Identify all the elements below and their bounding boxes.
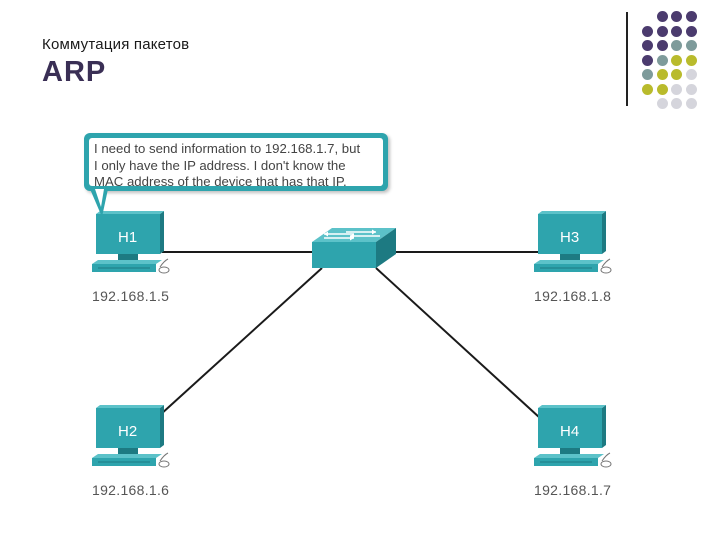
decorative-dot-grid — [640, 10, 720, 120]
slide-title: ARP — [42, 56, 107, 88]
decorative-dot — [685, 98, 697, 109]
decorative-dot — [656, 11, 668, 22]
decorative-dot — [685, 54, 697, 66]
monitor-icon — [538, 408, 602, 448]
host-label: H3 — [560, 229, 580, 246]
decorative-dot — [656, 40, 668, 51]
host-h4[interactable] — [534, 405, 612, 468]
decorative-dot — [685, 40, 697, 51]
host-ip-address: 192.168.1.7 — [534, 482, 612, 498]
decorative-dot — [671, 69, 682, 80]
decorative-dot — [671, 40, 682, 51]
decorative-dot — [671, 83, 682, 95]
decorative-dot — [656, 83, 668, 95]
host-h1[interactable] — [92, 211, 170, 274]
slide-subtitle: Коммутация пакетов — [42, 36, 190, 53]
host-ip-address: 192.168.1.5 — [92, 288, 170, 304]
decorative-dot — [685, 69, 697, 80]
decorative-dot — [656, 98, 668, 109]
decorative-dot — [671, 54, 682, 66]
monitor-icon — [96, 214, 160, 254]
switch-icon[interactable] — [312, 228, 396, 268]
mouse-icon — [600, 266, 612, 274]
decorative-dot — [671, 98, 682, 109]
host-label: H1 — [118, 229, 138, 246]
speech-bubble-text: I need to send information to 192.168.1.… — [94, 141, 361, 189]
decorative-dot — [642, 40, 653, 51]
monitor-icon — [96, 408, 160, 448]
decorative-dot — [642, 69, 653, 80]
decorative-divider — [626, 12, 628, 106]
mouse-icon — [158, 460, 170, 468]
decorative-dot — [642, 54, 653, 66]
mouse-icon — [600, 460, 612, 468]
decorative-dot — [642, 83, 653, 95]
host-ip-address: 192.168.1.8 — [534, 288, 612, 304]
link-h4-switch — [375, 267, 541, 419]
link-h2-switch — [159, 267, 323, 416]
host-label: H2 — [118, 423, 138, 440]
decorative-dot — [671, 11, 682, 22]
decorative-dot — [685, 83, 697, 95]
host-ip-address: 192.168.1.6 — [92, 482, 170, 498]
decorative-dot — [656, 25, 668, 37]
host-h3[interactable] — [534, 211, 612, 274]
host-h2[interactable] — [92, 405, 170, 468]
host-label: H4 — [560, 423, 580, 440]
speech-bubble-tail — [90, 189, 108, 217]
decorative-dot — [685, 25, 697, 37]
monitor-icon — [538, 214, 602, 254]
speech-bubble: I need to send information to 192.168.1.… — [84, 133, 388, 191]
mouse-icon — [158, 266, 170, 274]
decorative-dot — [656, 69, 668, 80]
decorative-dot — [685, 11, 697, 22]
decorative-dot — [671, 25, 682, 37]
decorative-dot — [642, 25, 653, 37]
decorative-dot — [656, 54, 668, 66]
